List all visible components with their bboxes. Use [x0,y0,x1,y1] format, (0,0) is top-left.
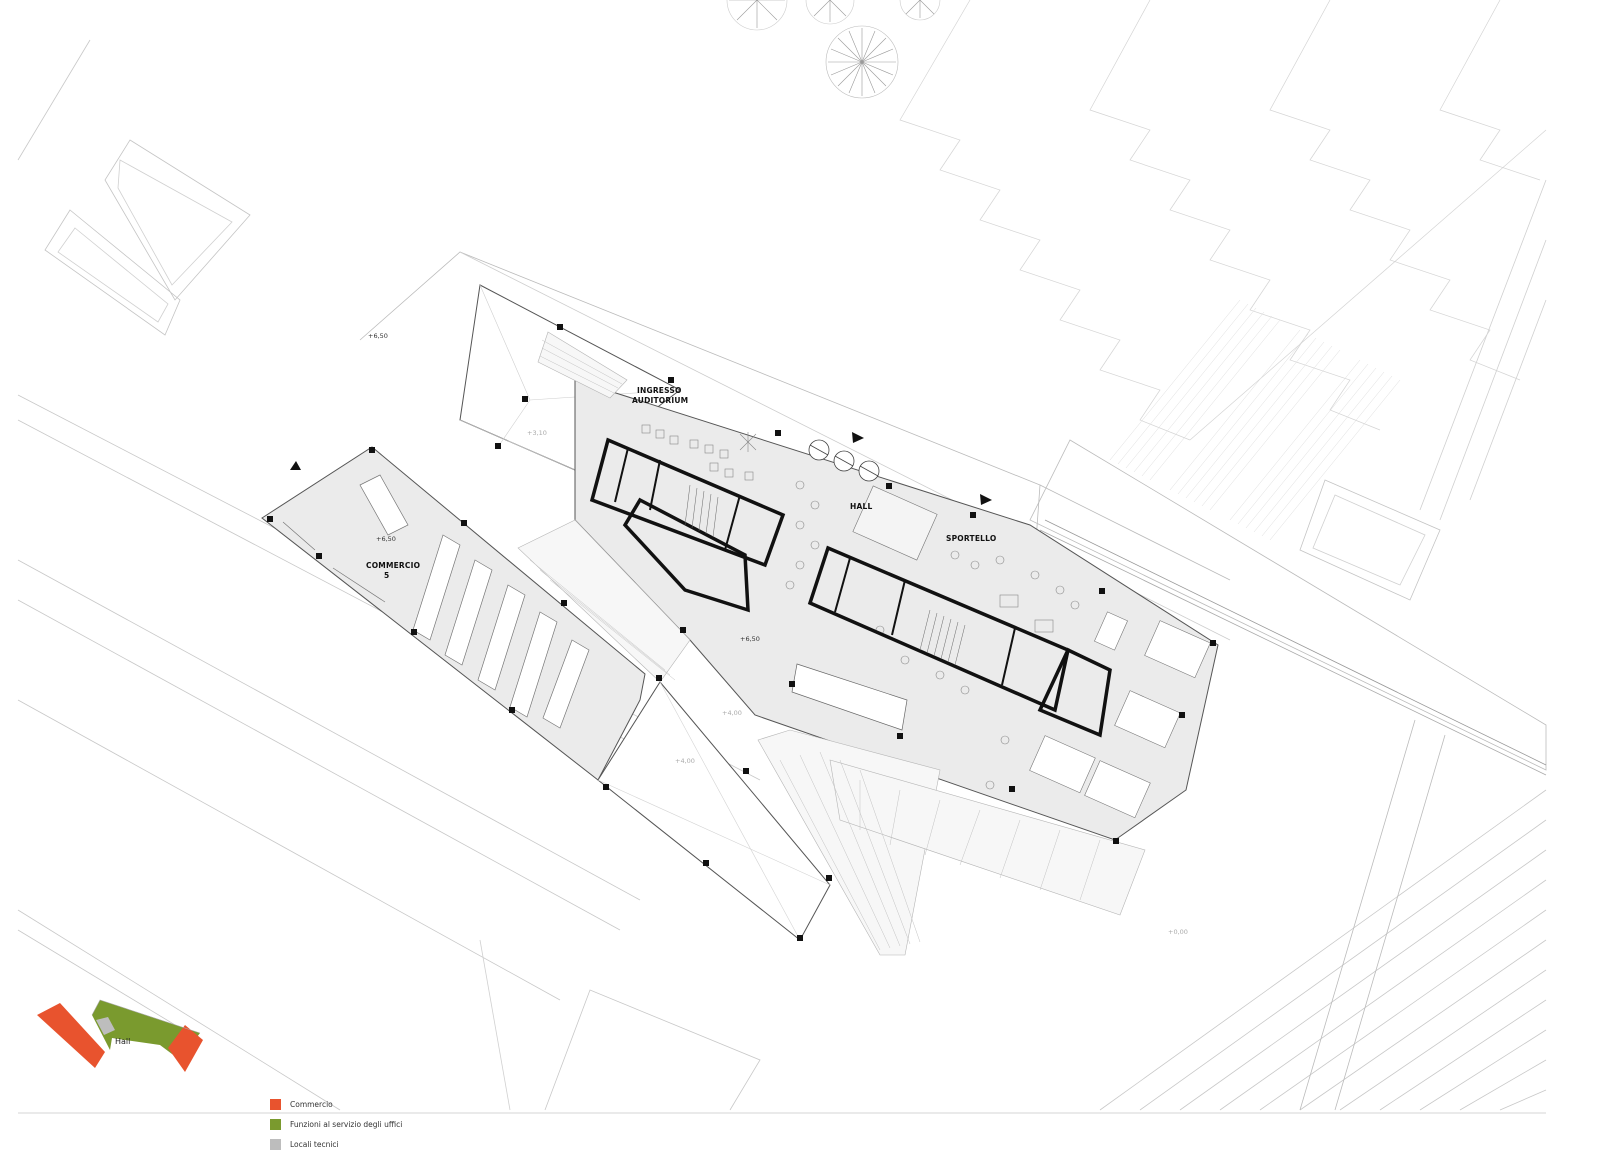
key-tecnici [96,1017,115,1035]
label-auditorium: AUDITORIUM [632,396,688,405]
key-hall-label: Hall [115,1037,130,1046]
core-partitions [614,447,1069,711]
elevation-plaza: +6,50 [368,332,388,340]
entry-arrow-icon [852,432,864,443]
entry-arrow-icon [290,461,301,470]
room-labels: INGRESSO AUDITORIUM HALL SPORTELLO COMME… [366,386,996,580]
revolving-doors [808,439,880,482]
elevation-ground: +0,00 [1168,928,1188,936]
legend-label: Commercio [290,1099,333,1109]
stair-core-treads [684,484,966,666]
elevation-ramp-mid: +4,00 [722,709,742,717]
commercio-shelves [282,474,590,729]
label-hall: HALL [850,502,872,511]
plant-icon [739,432,757,452]
label-commercio: COMMERCIO [366,561,420,570]
office-desks [1029,611,1211,819]
tree-icon [726,0,788,31]
tree-icon [825,25,899,99]
legend-item-commercio: Commercio [270,1096,490,1112]
legend-swatch [270,1138,281,1150]
building [261,284,1219,956]
stair-treads [529,339,1101,951]
entry-arrows [290,432,992,505]
commercio-floor [261,446,646,781]
key-commercio-right [168,1025,203,1072]
elevation-markers: +6,50 +6,50 +6,50 +3,10 +4,00 +4,00 +0,0… [368,332,1188,936]
legend-label: Funzioni al servizio degli uffici [290,1119,403,1129]
sportello-room [852,485,938,561]
external-stairs [517,331,1146,956]
legend-swatch [270,1098,281,1110]
tree-icon [899,0,941,21]
elevation-hall-floor: +6,50 [740,635,760,643]
terraced-roof [899,0,1547,441]
tree-icon [805,0,855,25]
elevation-commercio: +6,50 [376,535,396,543]
label-ingresso: INGRESSO [637,386,682,395]
site-context [17,39,1547,1114]
legend-item-tecnici: Locali tecnici [270,1136,490,1152]
key-plan: Hall [37,999,203,1072]
elevation-triangle-bottom: +4,00 [675,757,695,765]
columns [267,324,1216,941]
key-commercio-left [37,1003,105,1068]
legend: Commercio Funzioni al servizio degli uff… [270,1096,490,1156]
hall-furniture [641,424,1080,790]
trees [726,0,941,99]
roof-hatching [1109,299,1401,541]
entry-arrow-icon [980,494,992,505]
legend-item-uffici: Funzioni al servizio degli uffici [270,1116,490,1132]
label-commercio-number: 5 [384,571,389,580]
label-sportello: SPORTELLO [946,534,996,543]
elevation-triangle-top: +3,10 [527,429,547,437]
legend-label: Locali tecnici [290,1139,339,1149]
legend-swatch [270,1118,281,1130]
